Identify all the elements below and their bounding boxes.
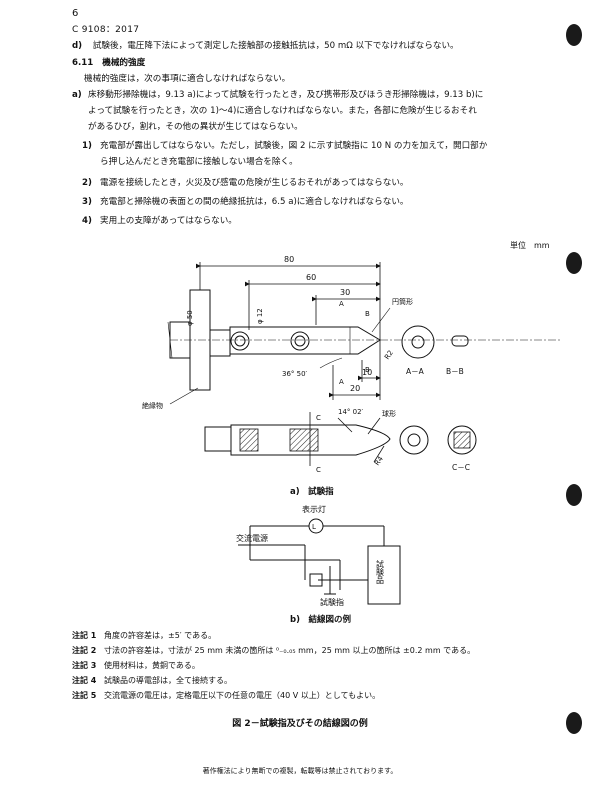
dim-d12: φ 12 [256,308,264,324]
standard-id: C 9108：2017 [72,25,140,35]
page-number: 6 [72,8,79,19]
lamp-label: 表示灯 [302,504,326,514]
sphere-label: 球形 [382,409,396,418]
item-a-label: a) [72,90,82,100]
test-finger-label: 試験指 [320,597,344,607]
view-aa: A－A [406,367,425,376]
angle-2: 14° 02′ [338,408,364,416]
punch-hole [566,252,582,274]
view-bb: B－B [446,367,464,376]
item-d: d) 試験後，電圧降下法によって測定した接触部の接触抵抗は，50 mΩ 以下でな… [72,41,459,51]
dim-60: 60 [306,273,316,282]
ac-label: 交流電源 [236,533,268,543]
dim-10: 10 [362,368,372,377]
punch-hole [566,712,582,734]
radius-r2: R2 [383,349,395,361]
sub1-label: 1) [82,141,92,151]
section-a-top: A [339,300,344,308]
sub1-line: 充電部が露出してはならない。ただし，試験後，図 2 に示す試験指に 10 N の… [100,141,488,151]
item-a-line: があるひび，割れ，その他の異状が生じてはならない。 [88,122,303,132]
sub4-label: 4) [82,216,92,226]
cylinder-label: 円筒形 [392,297,413,306]
item-a-line: 床移動形掃除機は，9.13 a)によって試験を行ったとき，及び携帯形及びほうき形… [88,90,484,100]
caption-a: a) 試験指 [290,486,334,497]
figure-caption: 図 2－試験指及びその結線図の例 [232,719,368,729]
angle-1: 36° 50′ [282,370,308,378]
punch-hole [566,24,582,46]
caption-b: b) 結線図の例 [290,614,351,625]
sub2-label: 2) [82,178,92,188]
radius-r4: R4 [373,454,385,467]
section-b-top: B [365,310,370,318]
sub2-text: 電源を接続したとき，火災及び感電の危険が生じるおそれがあってはならない。 [100,178,409,188]
section-a-bottom: A [339,378,344,386]
copyright-footer: 著作権法により無断での複製，転載等は禁止されております。 [202,767,398,775]
section-intro: 機械的強度は，次の事項に適合しなければならない。 [84,74,291,84]
section-c-bottom: C [316,466,321,474]
section-b-bottom: B [365,366,370,374]
view-cc: C－C [452,463,470,472]
insulator-label: 絶縁物 [142,401,163,410]
punch-hole [566,484,582,506]
sub4-text: 実用上の支障があってはならない。 [100,216,237,226]
lamp-symbol: L [312,523,316,531]
dim-30: 30 [340,288,350,297]
unit-label: 単位 mm [510,240,550,250]
sub1-line: ら押し込んだとき充電部に接触しない場合を除く。 [100,157,298,167]
sample-label: 試験品 [376,559,385,585]
sub3-text: 充電部と掃除機の表面との間の絶縁抵抗は，6.5 a)に適合しなければならない。 [100,197,409,207]
dim-80: 80 [284,255,294,264]
section-heading: 6.11 機械的強度 [72,58,146,68]
item-a-line: よって試験を行ったとき，次の 1)～4)に適合しなければならない。また，各部に危… [88,106,477,116]
section-c-top: C [316,414,321,422]
sub3-label: 3) [82,197,92,207]
dim-20: 20 [350,384,360,393]
